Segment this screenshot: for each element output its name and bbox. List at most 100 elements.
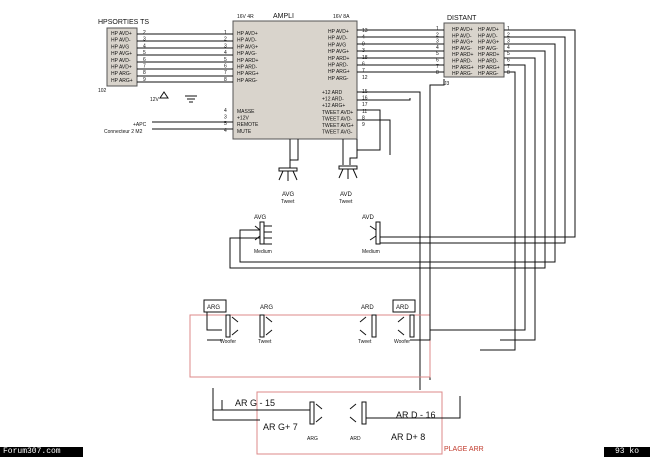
distant-pin-number-right: 3 [507,39,510,45]
amp-left-pin-label: HP ARD- [237,65,258,71]
amp-lower-right-pin-label: TWEET AVG- [322,130,353,136]
hp-pin-number: 4 [143,43,146,49]
distant-pin-label-right: HP ARG+ [478,65,500,71]
amp-right-pin-label: HP AVD+ [328,29,349,35]
amp-lower-left-pin-number: 5 [224,121,227,127]
amp-lower-right-pin-number: 17 [362,102,368,108]
tweeter-avd-sub: Tweet [339,199,353,205]
arg-tweet-sub: Tweet [258,339,272,345]
wires-hp-amp [137,33,233,83]
hp-pin-label: HP ARG- [111,71,132,77]
vcc-label: 12V [150,97,160,103]
hp-pin-label: HP AVD- [111,58,131,64]
amp-left-pin-label: HP ARG+ [237,71,259,77]
amp-left-pin-number: 6 [224,64,227,70]
amp-left-pin-number: 1 [224,30,227,36]
distant-pin-label: HP AVD+ [452,27,473,33]
hp-pin-number: 8 [143,70,146,76]
amp-lower-right-pin-label: +12 ARD [322,90,343,96]
amp-right-header: 16V 8A [333,14,350,20]
distant-pin-number-right: 2 [507,32,510,38]
distant-pin-label: HP ARD+ [452,52,474,58]
amp-lower-left-pin-label: REMOTE [237,122,259,128]
amp-lower-right-pin-label: TWEET AVD+ [322,110,353,116]
amp-lower-left-pin-number: 4 [224,128,227,134]
arg-woofer: ARG Woofer [203,299,239,345]
amp-left-pin-label: HP AVD+ [237,31,258,37]
distant-pin-number-right: 1 [507,26,510,32]
distant-pin-number-left: 8 [436,70,439,76]
distant-pin-number-left: 5 [436,51,439,57]
amp-lower-left-pin-label: MASSE [237,109,255,115]
amplifier-block: 16V 4R AMPLI 16V 8A HP AVD+ 1 HP AVD- 2 HP A… [224,13,368,140]
amp-left-header: 16V 4R [237,14,254,20]
connector-label: Connecteur 2 M2 [104,129,143,135]
distant-pin-label-right: HP ARD- [478,59,499,65]
amp-lower-left-pin-label: MUTE [237,129,252,135]
amp-lower-right-pin-label: TWEET AVD- [322,116,352,122]
amp-right-pin-number: 7 [362,68,365,74]
amp-right-pin-label: HP AVD- [328,36,348,42]
amp-right-pin-number: 4 [362,35,365,41]
amp-lower-right-pin-number: 8 [362,115,365,121]
plage-title: PLAGE ARR [444,446,484,453]
amp-left-pin-label: HP AVD- [237,38,257,44]
tweet-wires [289,109,391,168]
footer-size: 93 ko [604,447,650,457]
amp-lower-right-pin-number: 9 [362,122,365,128]
ard-woofer-label: ARD [396,305,409,311]
amp-right-pin-label: HP ARD+ [328,56,350,62]
distant-pin-number-left: 2 [436,32,439,38]
amp-right-pin-number: 12 [362,75,368,81]
amp-lower-right-pin-label: +12 ARG+ [322,103,345,109]
distant-pin-label: HP AVD- [452,33,472,39]
ground-symbol [185,95,197,103]
power-area: 12V +APC Connecteur 2 M2 [104,91,233,135]
ard-tweet-sub: Tweet [358,339,372,345]
tweeter-avd-label: AVD [340,192,353,198]
distant-pin-number-right: 5 [507,51,510,57]
amp-lower-right-pin-label: +12 ARD- [322,97,344,103]
amp-left-pin-number: 4 [224,50,227,56]
plage-arg-plus: AR G+ 7 [263,422,298,432]
amp-right-pin-label: HP ARG+ [328,69,350,75]
medium-avg-sub: Medium [254,249,272,255]
arg-tweet-label: ARG [260,305,273,311]
amp-box [232,20,358,140]
distant-pin-number-left: 4 [436,45,439,51]
amp-right-pin-number: 13 [362,28,368,34]
plage-ard-speaker: ARD [349,401,373,442]
tweeter-avg-label: AVG [282,192,295,198]
hp-sorties-ref: 102 [98,88,107,94]
distant-down-wires [229,29,576,390]
amp-left-pin-number: 5 [224,57,227,63]
amp-left-pin-label: HP AVG- [237,51,257,57]
arg-woofer-sub: Woofer [220,339,236,345]
footer-site: Forum307.com [0,447,83,457]
ard-tweet: ARD Tweet [358,305,377,345]
amp-lower-left-pin-number: 3 [224,115,227,121]
amp-right-pin-label: HP ARG- [328,76,349,82]
amp-left-pin-label: HP ARG- [237,78,258,84]
distant-pin-label-right: HP AVG- [478,46,498,52]
medium-avg-label: AVG [254,215,267,221]
plage-arg-speaker: ARG [304,401,323,442]
amp-title: AMPLI [273,13,294,20]
distant-pin-label: HP AVG- [452,46,472,52]
tweeter-avg-sub: Tweet [281,199,295,205]
medium-avg: AVG Medium [254,215,272,255]
amp-lower-left-pin-label: +12V [237,116,249,122]
wires-amp-distant [357,29,444,73]
plage-ard-plus: AR D+ 8 [391,432,425,442]
distant-pin-number-left: 3 [436,39,439,45]
distant-pin-label: HP AVG+ [452,40,473,46]
amp-left-pin-number: 2 [224,37,227,43]
distant-pin-number-right: 4 [507,45,510,51]
rear-speakers: ARG Woofer ARG Tweet ARD Tweet ARD Woofe… [189,299,431,378]
amp-lower-left-pin-number: 4 [224,108,227,114]
vcc-symbol [159,91,169,99]
distant-pin-number-left: 7 [436,64,439,70]
distant-pin-number-left: 1 [436,26,439,32]
amp-left-pin-number: 7 [224,70,227,76]
